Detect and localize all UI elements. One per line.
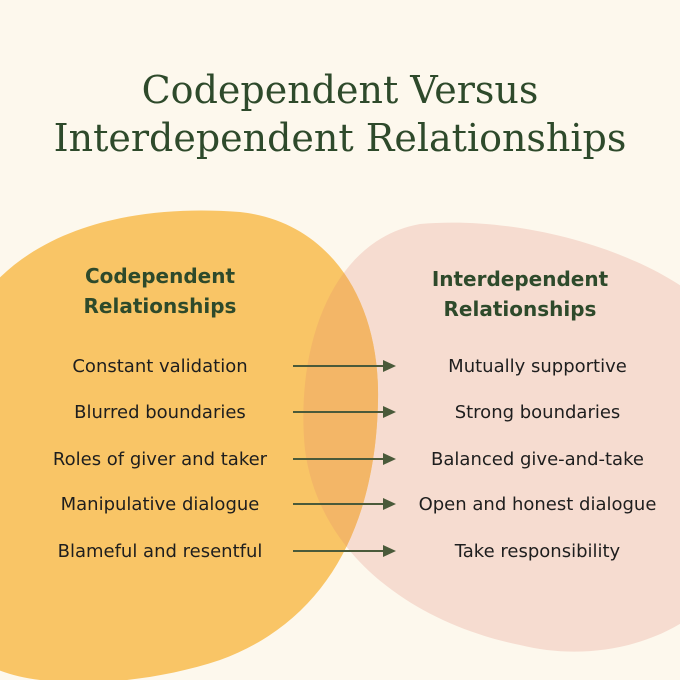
codependent-heading-line-2: Relationships bbox=[83, 294, 237, 318]
interdependent-heading-line-1: Interdependent bbox=[431, 267, 609, 291]
arrow-5 bbox=[293, 545, 396, 557]
codependent-heading: Codependent Relationships bbox=[30, 261, 290, 321]
arrow-4 bbox=[293, 498, 396, 510]
interdependent-heading-line-2: Relationships bbox=[443, 297, 597, 321]
title-line-2: Interdependent Relationships bbox=[53, 116, 627, 160]
left-circle bbox=[0, 210, 379, 680]
arrows bbox=[293, 360, 396, 557]
arrow-1 bbox=[293, 360, 396, 372]
interdependent-item: Open and honest dialogue bbox=[418, 494, 657, 515]
interdependent-item: Mutually supportive bbox=[448, 356, 627, 377]
title-line-1: Codependent Versus bbox=[141, 68, 539, 112]
interdependent-item: Strong boundaries bbox=[454, 402, 621, 423]
codependent-item: Blameful and resentful bbox=[57, 541, 263, 562]
arrow-3 bbox=[293, 453, 396, 465]
right-circle bbox=[303, 222, 680, 652]
codependent-item: Blurred boundaries bbox=[74, 402, 246, 423]
interdependent-item: Take responsibility bbox=[454, 541, 621, 562]
codependent-item: Manipulative dialogue bbox=[60, 494, 260, 515]
codependent-item: Constant validation bbox=[72, 356, 248, 377]
codependent-heading-line-1: Codependent bbox=[84, 264, 236, 288]
interdependent-heading: Interdependent Relationships bbox=[390, 264, 650, 324]
page-title: Codependent Versus Interdependent Relati… bbox=[0, 66, 680, 162]
codependent-item: Roles of giver and taker bbox=[52, 449, 268, 470]
arrow-2 bbox=[293, 406, 396, 418]
interdependent-item: Balanced give-and-take bbox=[431, 449, 644, 470]
